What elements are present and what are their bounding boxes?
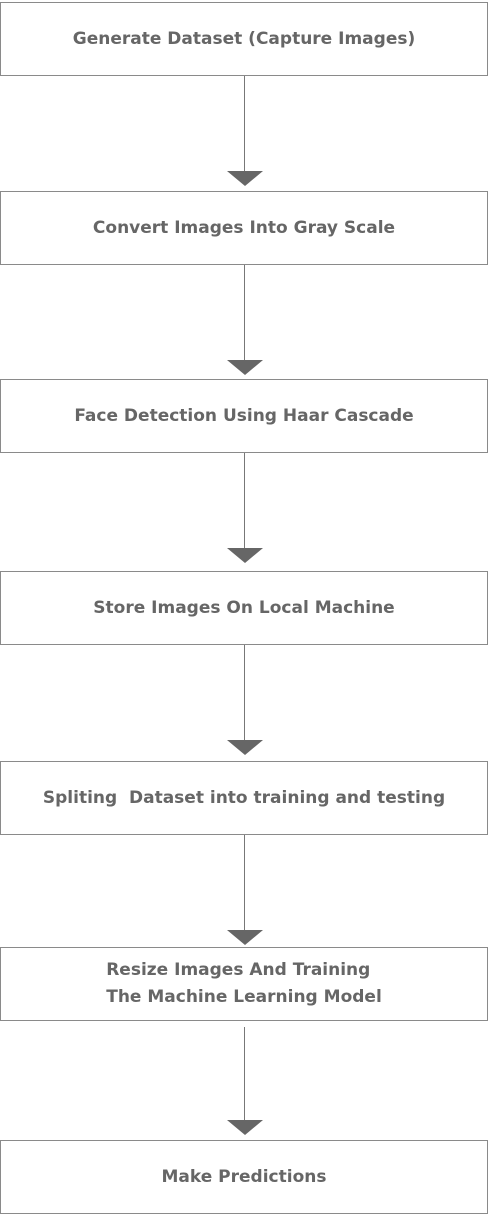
arrow-down-icon [227, 740, 263, 755]
step-label-line: Resize Images And Training [106, 960, 371, 980]
step-label: Make Predictions [161, 1166, 327, 1187]
step-make-predictions: Make Predictions [0, 1140, 488, 1214]
arrow-down-icon [227, 360, 263, 375]
arrow-down-icon [227, 1120, 263, 1135]
arrow-down-icon [227, 930, 263, 945]
step-label: Store Images On Local Machine [93, 597, 395, 618]
step-label: Face Detection Using Haar Cascade [74, 405, 414, 426]
step-store-images: Store Images On Local Machine [0, 571, 488, 645]
arrow-down-icon [227, 171, 263, 186]
step-label: Generate Dataset (Capture Images) [72, 28, 416, 49]
step-label: Convert Images Into Gray Scale [92, 217, 396, 238]
step-label: Spliting Dataset into training and testi… [42, 787, 446, 808]
step-convert-grayscale: Convert Images Into Gray Scale [0, 191, 488, 265]
arrow-down-icon [227, 548, 263, 563]
step-face-detection: Face Detection Using Haar Cascade [0, 379, 488, 453]
connector-line [244, 1027, 245, 1121]
connector-line [244, 645, 245, 741]
connector-line [244, 453, 245, 549]
step-generate-dataset: Generate Dataset (Capture Images) [0, 2, 488, 76]
step-label-line: The Machine Learning Model [106, 987, 382, 1007]
connector-line [244, 835, 245, 931]
connector-line [244, 265, 245, 361]
connector-line [244, 76, 245, 172]
step-split-dataset: Spliting Dataset into training and testi… [0, 761, 488, 835]
